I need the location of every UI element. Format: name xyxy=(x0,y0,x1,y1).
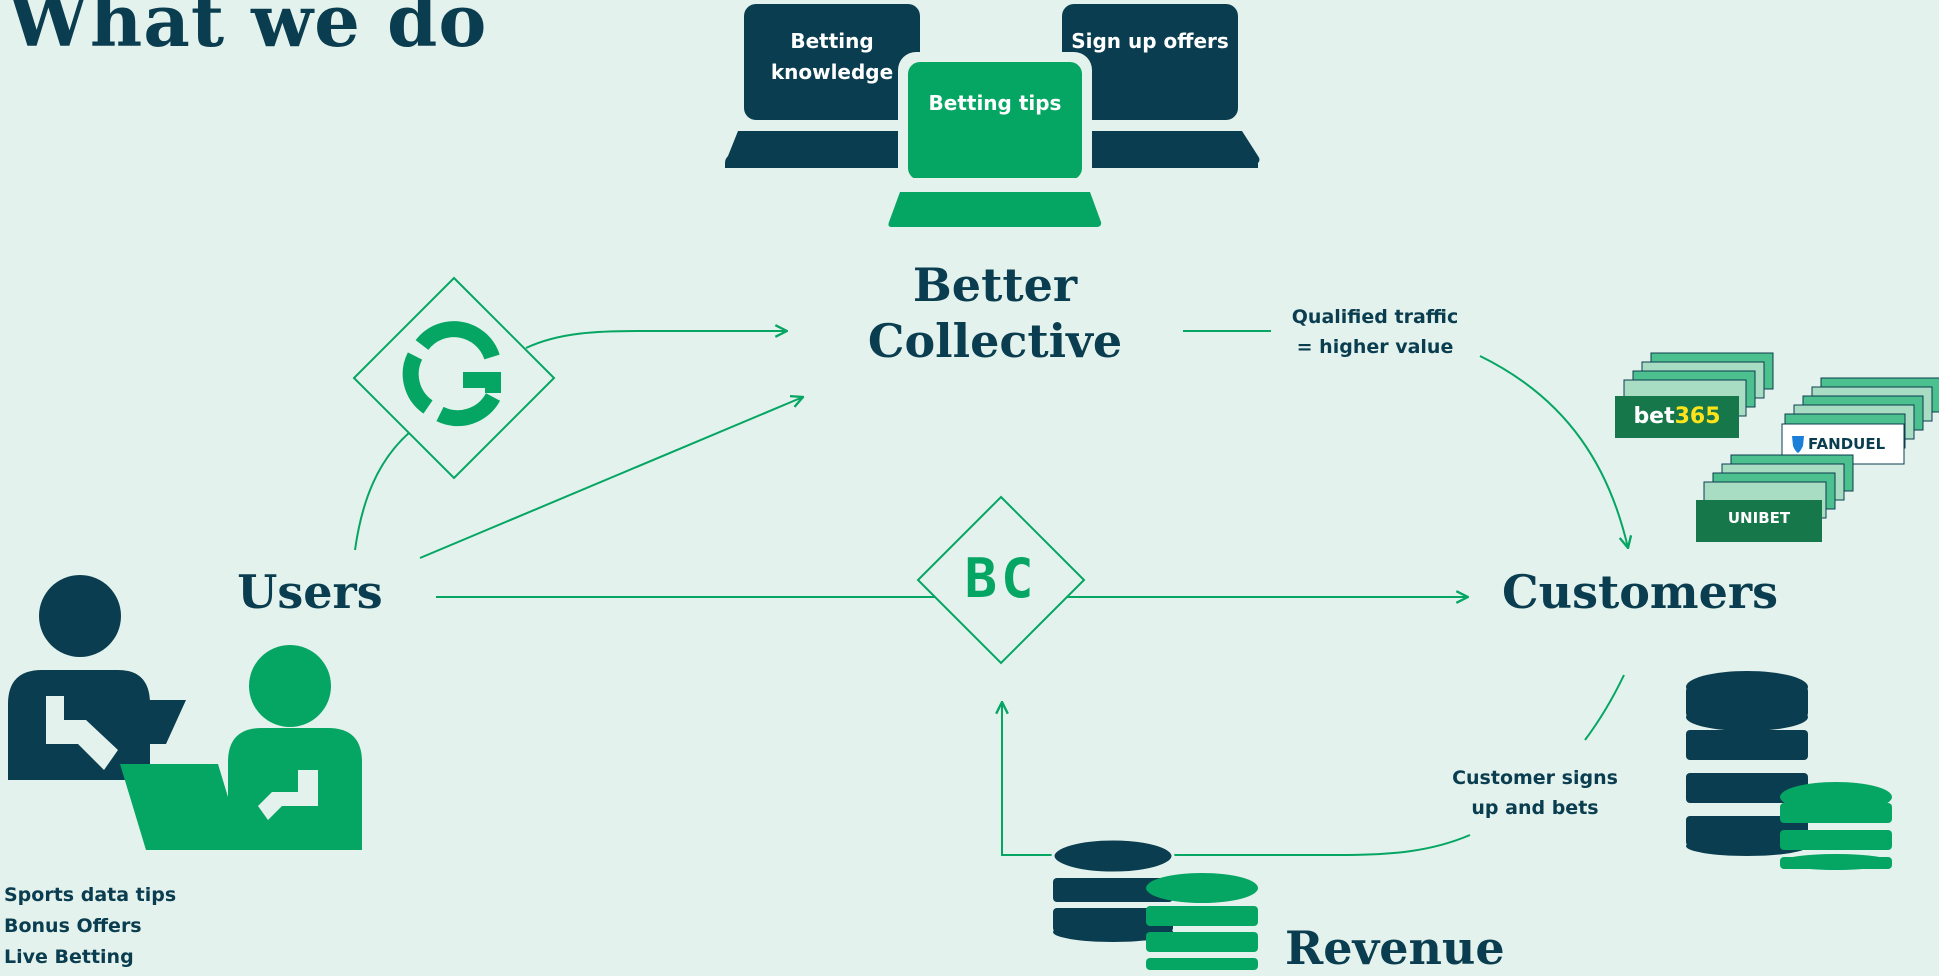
user-feature-item: Live Betting xyxy=(4,946,134,968)
qualified-traffic-label: Qualified traffic = higher value xyxy=(1291,306,1459,358)
google-icon xyxy=(402,321,501,427)
arrow-traffic-to-customers xyxy=(1479,355,1628,548)
laptop-center-icon xyxy=(888,52,1105,228)
users-people-icon xyxy=(8,575,362,850)
better-collective-title: Better Collective xyxy=(867,258,1123,368)
fanduel-shield-icon xyxy=(1792,436,1804,453)
bet365-logo-365: 365 xyxy=(1674,404,1721,429)
user-feature-item: Sports data tips xyxy=(4,884,177,906)
unibet-logo: UNIBET xyxy=(1727,509,1791,527)
user-features-list: Sports data tips Bonus Offers Live Betti… xyxy=(4,880,176,973)
laptop-right-icon xyxy=(1062,4,1260,168)
line-customers-to-signs xyxy=(1584,674,1625,741)
customer-signs-label: Customer signs up and bets xyxy=(1452,767,1618,819)
google-badge xyxy=(352,276,556,480)
laptop-left-label: Betting knowledge xyxy=(770,29,894,84)
laptop-left-icon xyxy=(725,4,920,168)
bet365-logo-bet: bet xyxy=(1633,404,1675,429)
customers-database-icon xyxy=(1686,671,1892,870)
bet365-card-stack xyxy=(1615,352,1774,438)
bc-badge-label: BC xyxy=(964,547,1038,610)
laptop-right-label: Sign up offers xyxy=(1071,29,1229,53)
arrow-users-to-google xyxy=(354,431,411,551)
laptop-center-label: Betting tips xyxy=(928,91,1062,115)
arrow-google-to-better-collective xyxy=(525,331,787,349)
arrow-users-to-better-collective xyxy=(419,397,803,559)
fanduel-logo: FANDUEL xyxy=(1808,435,1886,453)
users-title: Users xyxy=(237,565,383,619)
arrow-signs-to-revenue-to-bc xyxy=(1002,702,1471,856)
revenue-title: Revenue xyxy=(1285,921,1505,975)
user-feature-item: Bonus Offers xyxy=(4,915,142,937)
unibet-card-stack xyxy=(1696,454,1854,542)
revenue-coins-icon xyxy=(1051,837,1258,970)
bc-badge xyxy=(916,495,1086,665)
customers-title: Customers xyxy=(1502,565,1778,619)
page-title: What we do xyxy=(8,0,488,63)
bet365-logo: bet365 xyxy=(1615,402,1739,432)
